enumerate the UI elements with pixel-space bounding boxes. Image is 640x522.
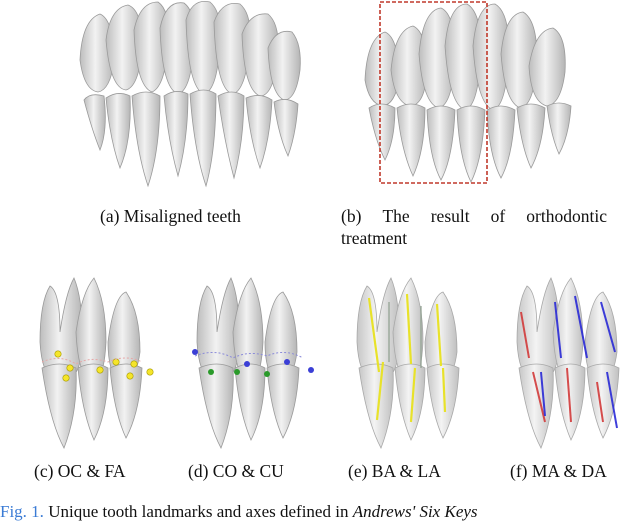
figure-a-misaligned-teeth — [70, 0, 310, 192]
cu-point-blue — [192, 349, 198, 355]
oc-point — [126, 372, 134, 380]
oc-point — [146, 368, 154, 376]
co-point-green — [208, 369, 214, 375]
figure-caption-footer: Fig. 1. Unique tooth landmarks and axes … — [0, 502, 478, 522]
figure-e-ba-la — [345, 272, 475, 452]
oc-point — [130, 360, 138, 368]
oc-point — [112, 358, 120, 366]
figure-caption-text: Unique tooth landmarks and axes defined … — [43, 502, 353, 521]
co-point-green — [264, 371, 270, 377]
oc-point — [54, 350, 62, 358]
caption-c: (c) OC & FA — [34, 461, 126, 481]
figure-c-oc-fa — [30, 272, 160, 452]
figure-d-co-cu — [185, 272, 320, 452]
caption-b-word: (b) — [341, 206, 362, 226]
figure-label: Fig. 1. — [0, 502, 44, 521]
cu-point-blue — [244, 361, 250, 367]
oc-point — [96, 366, 104, 374]
oc-point — [66, 364, 74, 372]
caption-b-word: of — [490, 206, 506, 226]
caption-d: (d) CO & CU — [188, 461, 284, 481]
figure-b-orthodontic-result — [345, 0, 595, 192]
cu-point-blue — [284, 359, 290, 365]
figure-caption-italic: Andrews' Six Keys — [352, 502, 478, 521]
caption-e: (e) BA & LA — [348, 461, 441, 481]
co-point-green — [234, 369, 240, 375]
figure-f-ma-da — [505, 272, 635, 452]
caption-b-word: result — [430, 206, 470, 226]
caption-b-word: orthodontic — [526, 206, 607, 226]
oc-point — [62, 374, 70, 382]
caption-f: (f) MA & DA — [510, 461, 607, 481]
caption-b-line2: treatment — [341, 228, 408, 248]
caption-b: (b) The result of orthodontic treatment — [341, 205, 607, 249]
caption-a: (a) Misaligned teeth — [100, 206, 241, 226]
caption-b-word: The — [382, 206, 410, 226]
cu-point-blue — [308, 367, 314, 373]
